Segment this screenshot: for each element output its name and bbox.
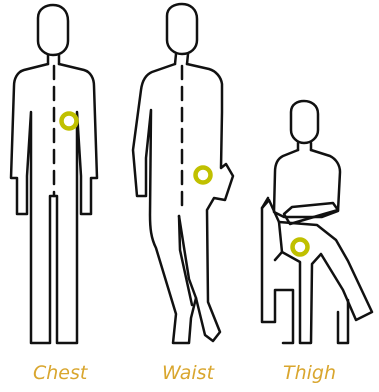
seated-figure-icon <box>262 101 372 343</box>
waist-marker-icon <box>196 168 211 183</box>
chest-marker-icon <box>62 114 77 129</box>
leaning-figure-icon <box>133 4 233 343</box>
chest-label: Chest <box>33 362 87 384</box>
waist-label: Waist <box>162 362 214 384</box>
standing-figure-icon <box>11 5 97 343</box>
thigh-marker-icon <box>293 240 308 255</box>
thigh-label: Thigh <box>283 362 336 384</box>
